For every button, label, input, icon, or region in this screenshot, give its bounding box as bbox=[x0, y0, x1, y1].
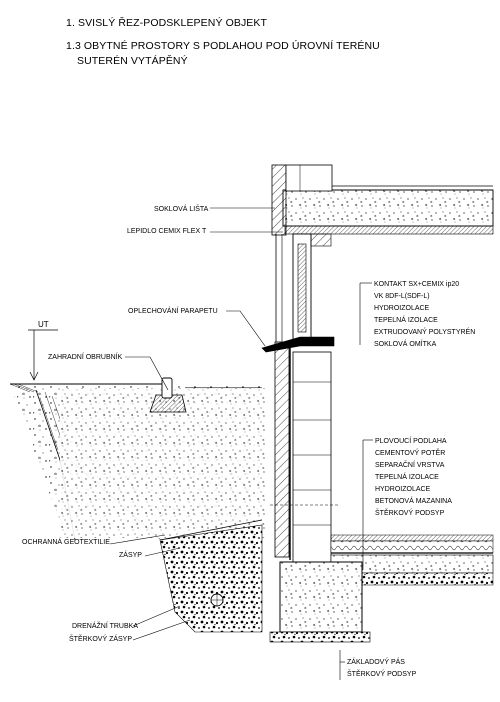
label-lepidlo: LEPIDLO CEMIX FLEX T bbox=[127, 228, 207, 235]
label-geotextilie: OCHRANNÁ GEOTEXTILIE bbox=[22, 537, 110, 546]
label-wall-3: HYDROIZOLACE bbox=[374, 305, 430, 312]
label-floor-4: TEPELNÁ IZOLACE bbox=[375, 472, 439, 481]
label-foundation-2: ŠTĚRKOVÝ PODSYP bbox=[347, 669, 417, 678]
drawing-subtitle-2: SUTERÉN VYTÁPĚNÝ bbox=[77, 55, 188, 67]
label-wall-4: TEPELNÁ IZOLACE bbox=[374, 315, 438, 324]
label-floor-2: CEMENTOVÝ POTĚR bbox=[375, 448, 445, 457]
label-floor-1: PLOVOUCÍ PODLAHA bbox=[375, 436, 447, 445]
label-soklova-lista: SOKLOVÁ LIŠTA bbox=[154, 204, 209, 213]
label-oplechovani: OPLECHOVÁNÍ PARAPETU bbox=[128, 306, 218, 315]
drawing-subtitle: 1.3 OBYTNÉ PROSTORY S PODLAHOU POD ÚROVN… bbox=[66, 40, 380, 52]
terrain-level-mark: UT bbox=[38, 320, 49, 329]
label-wall-1: KONTAKT SX+CEMIX ip20 bbox=[374, 281, 459, 288]
label-obrubnik: ZAHRADNÍ OBRUBNÍK bbox=[48, 352, 123, 361]
label-floor-6: BETONOVÁ MAZANINA bbox=[375, 496, 452, 505]
label-wall-2: VK 8DF-L(SDF-L) bbox=[374, 293, 430, 300]
label-sterkovy-zasyp: ŠTĚRKOVÝ ZÁSYP bbox=[69, 634, 132, 643]
label-floor-3: SEPARAČNÍ VRSTVA bbox=[375, 460, 445, 469]
label-foundation-1: ZÁKLADOVÝ PÁS bbox=[347, 657, 405, 666]
label-zasyp: ZÁSYP bbox=[119, 550, 142, 559]
label-floor-7: ŠTĚRKOVÝ PODSYP bbox=[375, 508, 445, 517]
label-drenazni: DRENÁŽNÍ TRUBKA bbox=[72, 621, 138, 630]
drawing-title: 1. SVISLÝ ŘEZ-PODSKLEPENÝ OBJEKT bbox=[66, 17, 268, 29]
label-floor-5: HYDROIZOLACE bbox=[375, 486, 431, 493]
label-wall-6: SOKLOVÁ OMÍTKA bbox=[374, 339, 437, 348]
label-wall-5: EXTRUDOVANÝ POLYSTYRÉN bbox=[374, 327, 475, 336]
